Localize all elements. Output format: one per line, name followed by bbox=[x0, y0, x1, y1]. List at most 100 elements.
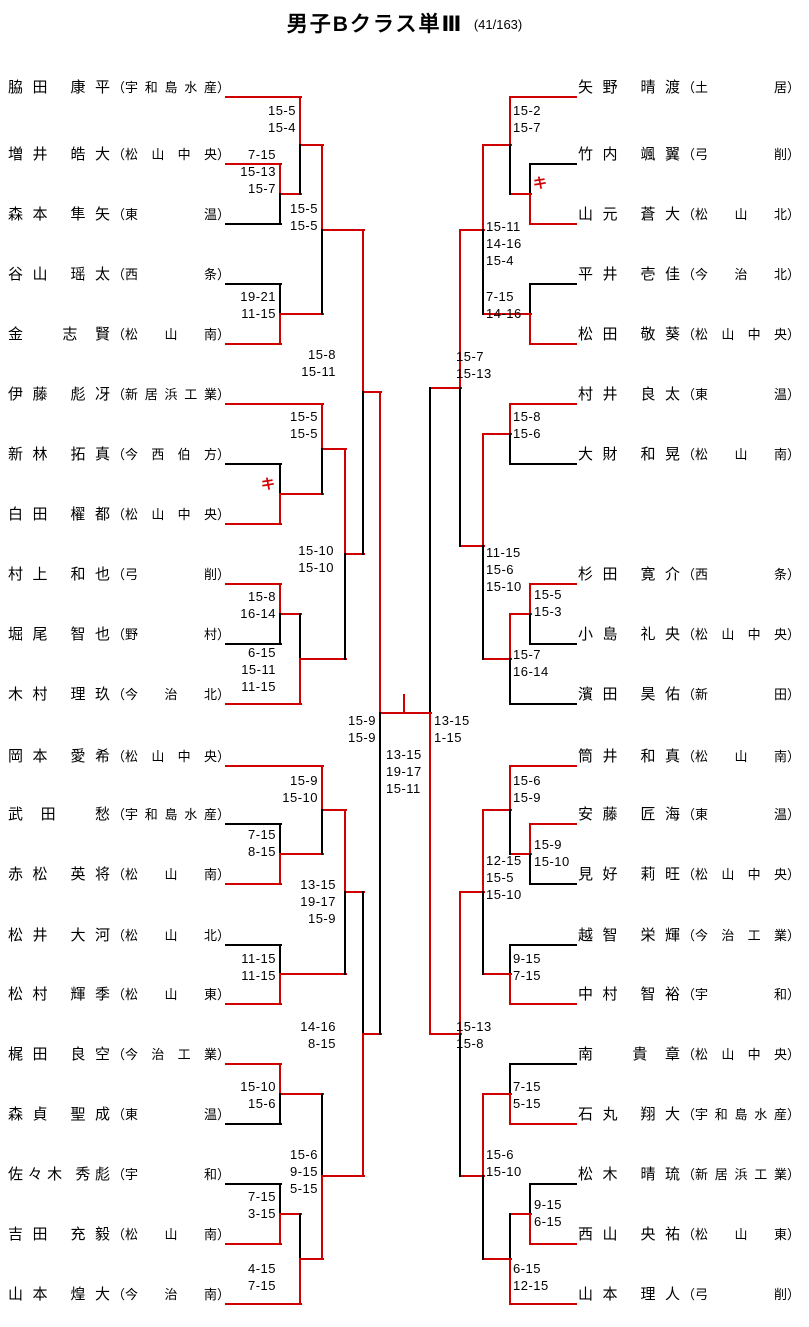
player-right-6: 大財 和晃（松山南） bbox=[578, 446, 800, 465]
bracket-line-v bbox=[529, 853, 531, 885]
entry-count: (41/163) bbox=[473, 17, 523, 32]
bracket-line-h bbox=[225, 283, 282, 285]
bracket-line-v bbox=[279, 163, 281, 195]
bracket-line-h bbox=[225, 163, 282, 165]
match-score: 15-9 15-9 bbox=[347, 713, 376, 745]
bracket-line-h bbox=[225, 1303, 302, 1305]
bracket-line-h bbox=[225, 523, 282, 525]
bracket-line-v bbox=[321, 765, 323, 811]
bracket-line-v bbox=[279, 1093, 281, 1125]
match-score: 7-15 5-15 bbox=[513, 1079, 542, 1111]
bracket-line-v bbox=[279, 853, 281, 885]
bracket-line-h bbox=[460, 545, 485, 547]
player-club: （宇和島水産） bbox=[682, 1107, 801, 1122]
player-left-13: 赤松 英将（松山南） bbox=[8, 866, 230, 885]
player-left-12: 武田 愁（宇和島水産） bbox=[8, 806, 230, 825]
player-left-19: 吉田 充毅（松山南） bbox=[8, 1226, 230, 1245]
bracket-line-v bbox=[299, 658, 301, 705]
bracket-line-v bbox=[429, 712, 431, 1035]
match-score: 11-15 11-15 bbox=[241, 951, 276, 983]
player-club: （今治工業） bbox=[682, 928, 801, 943]
bracket-line-v bbox=[279, 493, 281, 525]
bracket-line-h bbox=[225, 583, 282, 585]
bracket-line-h bbox=[530, 223, 577, 225]
bracket-line-v bbox=[279, 1213, 281, 1245]
player-name: 岡本 愛希 bbox=[8, 748, 110, 765]
bracket-line-v bbox=[509, 973, 511, 1005]
bracket-line-h bbox=[510, 1063, 577, 1065]
bracket-line-h bbox=[510, 853, 532, 855]
match-score: 15-5 15-4 bbox=[267, 103, 296, 135]
bracket-line-v bbox=[321, 1175, 323, 1260]
player-club: （松山北） bbox=[682, 207, 801, 222]
bracket-line-h bbox=[405, 712, 432, 714]
player-name: 村上 和也 bbox=[8, 566, 110, 583]
player-name: 森貞 聖成 bbox=[8, 1106, 110, 1123]
bracket-line-h bbox=[510, 944, 577, 946]
player-club: （新田） bbox=[682, 687, 801, 702]
bracket-line-h bbox=[280, 973, 347, 975]
bracket-line-h bbox=[510, 1303, 577, 1305]
bracket-line-v bbox=[279, 1183, 281, 1215]
bracket-line-v bbox=[482, 1093, 484, 1177]
player-left-10: 木村 理玖（今治北） bbox=[8, 686, 230, 705]
player-club: （松山中央） bbox=[682, 627, 801, 642]
bracket-line-h bbox=[322, 809, 347, 811]
match-score: 15-13 15-8 bbox=[456, 1019, 492, 1051]
player-club: （弓削） bbox=[682, 147, 801, 162]
player-club: （宇和島水産） bbox=[112, 807, 231, 822]
player-name: 山元 蒼大 bbox=[578, 206, 680, 223]
bracket-line-h bbox=[322, 448, 347, 450]
match-score: 15-2 15-7 bbox=[513, 103, 542, 135]
bracket-line-h bbox=[483, 1093, 512, 1095]
bracket-line-h bbox=[225, 1003, 282, 1005]
bracket-line-h bbox=[225, 883, 282, 885]
player-name: 濱田 昊佑 bbox=[578, 686, 680, 703]
bracket-line-v bbox=[509, 658, 511, 705]
match-score: 7-15 14-16 bbox=[486, 289, 522, 321]
player-name: 矢野 晴渡 bbox=[578, 79, 680, 96]
player-club: （宇和） bbox=[112, 1167, 231, 1182]
bracket-line-v bbox=[362, 1033, 364, 1177]
bracket-line-v bbox=[279, 944, 281, 975]
player-name: 山本 理人 bbox=[578, 1286, 680, 1303]
bracket-line-v bbox=[299, 144, 301, 195]
player-left-1: 増井 皓大（松山中央） bbox=[8, 146, 230, 165]
bracket-line-v bbox=[279, 1063, 281, 1095]
bracket-line-h bbox=[225, 223, 282, 225]
bracket-line-h bbox=[483, 1258, 512, 1260]
player-name: 佐々木 秀彪 bbox=[8, 1166, 110, 1183]
bracket-line-v bbox=[482, 229, 484, 315]
bracket-line-v bbox=[482, 809, 484, 893]
player-club: （新居浜工業） bbox=[682, 1167, 801, 1182]
player-right-4: 松田 敬葵（松山中央） bbox=[578, 326, 800, 345]
player-club: （弓削） bbox=[112, 567, 231, 582]
bracket-line-v bbox=[459, 229, 461, 389]
bracket-line-v bbox=[279, 313, 281, 345]
bracket-line-v bbox=[482, 1175, 484, 1260]
bracket-line-h bbox=[460, 891, 485, 893]
player-club: （松山中央） bbox=[112, 147, 231, 162]
bracket-line-h bbox=[510, 703, 577, 705]
match-score: 14-16 8-15 bbox=[300, 1019, 336, 1051]
player-name: 梶田 良空 bbox=[8, 1046, 110, 1063]
bracket-line-h bbox=[530, 343, 577, 345]
player-name: 中村 智裕 bbox=[578, 986, 680, 1003]
bracket-line-v bbox=[529, 823, 531, 855]
bracket-line-v bbox=[529, 613, 531, 645]
bracket-line-h bbox=[510, 403, 577, 405]
player-club: （松山中央） bbox=[682, 1047, 801, 1062]
player-right-18: 西山 央祐（松山東） bbox=[578, 1226, 800, 1245]
bracket-line-h bbox=[530, 163, 577, 165]
bracket-line-h bbox=[300, 144, 324, 146]
match-score: 15-5 15-5 bbox=[289, 409, 318, 441]
bracket-line-h bbox=[483, 313, 532, 315]
player-name: 新林 拓真 bbox=[8, 446, 110, 463]
bracket-line-v bbox=[299, 1258, 301, 1305]
player-right-14: 中村 智裕（宇和） bbox=[578, 986, 800, 1005]
bracket-line-h bbox=[363, 391, 382, 393]
bracket-line-h bbox=[280, 1213, 302, 1215]
player-right-13: 越智 栄輝（今治工業） bbox=[578, 927, 800, 946]
player-club: （今治北） bbox=[682, 267, 801, 282]
